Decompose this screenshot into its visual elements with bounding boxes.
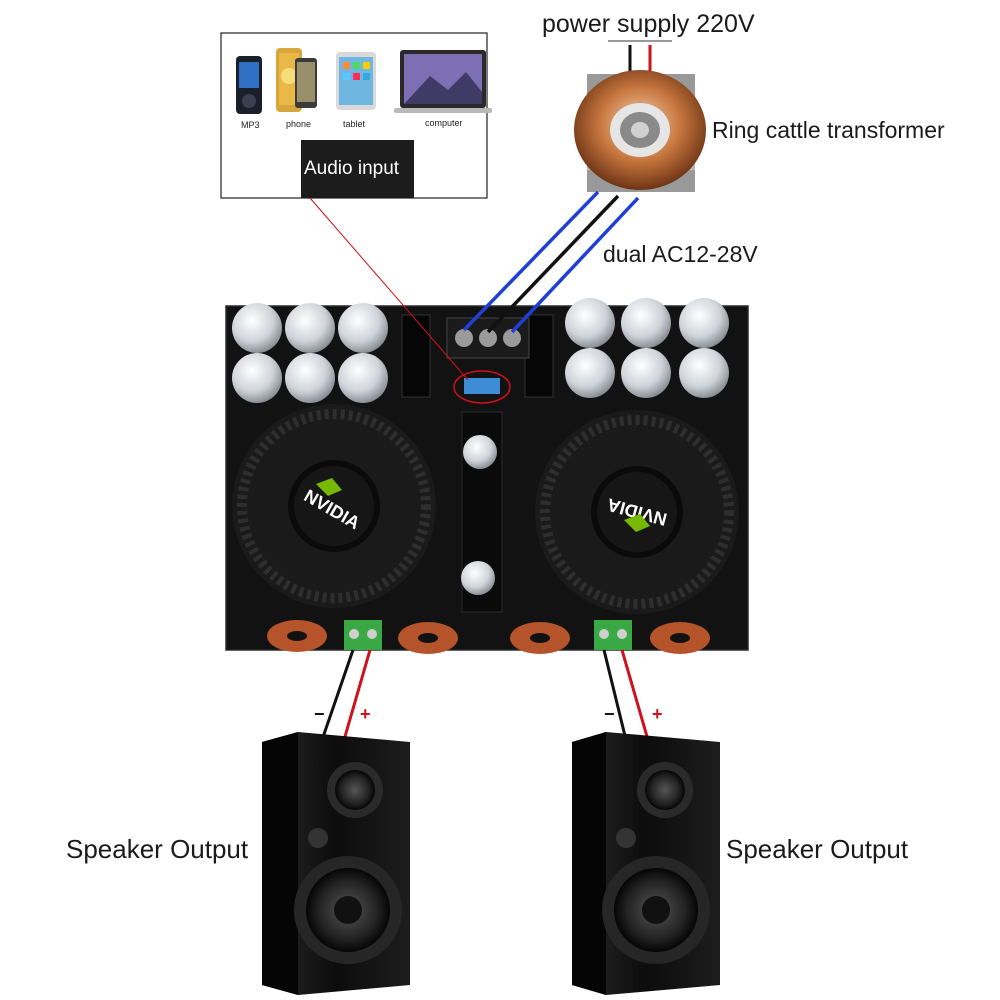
cooling-fan-right: NVIDIA	[535, 410, 739, 614]
tablet-image	[336, 52, 376, 110]
capacitor-bank-left	[232, 303, 431, 403]
toroidal-transformer	[574, 40, 706, 192]
device-label-tablet: tablet	[343, 119, 366, 129]
inductor-row	[267, 620, 710, 654]
capacitor-bank-right	[524, 298, 729, 398]
phone-image	[276, 48, 317, 112]
computer-image	[394, 50, 492, 113]
audio-source-panel	[220, 32, 492, 199]
speaker-terminal-left	[344, 620, 382, 650]
speaker-wires-right	[602, 649, 650, 741]
polarity-plus-left: +	[360, 704, 371, 724]
power-supply-label: power supply 220V	[542, 10, 755, 38]
center-capacitor-bottom	[461, 561, 495, 595]
audio-input-connector	[453, 370, 511, 404]
device-label-computer: computer	[425, 118, 463, 128]
ac-wires	[462, 190, 640, 334]
center-capacitor-top	[463, 435, 497, 469]
speaker-output-right-label: Speaker Output	[726, 834, 909, 864]
device-label-mp3: MP3	[241, 120, 260, 130]
speaker-left	[262, 732, 410, 995]
speaker-right	[572, 732, 720, 995]
transformer-label: Ring cattle transformer	[712, 117, 945, 143]
ac-input-label: dual AC12-28V	[603, 241, 758, 267]
audio-input-label-box	[301, 140, 414, 198]
audio-signal-line	[309, 197, 469, 381]
speaker-output-left-label: Speaker Output	[66, 834, 249, 864]
ac-power-terminal	[446, 317, 530, 359]
device-label-phone: phone	[286, 119, 312, 129]
amplifier-board: NVIDIA NVIDIA	[225, 298, 749, 654]
polarity-plus-right: +	[652, 704, 663, 724]
speaker-terminal-right	[594, 620, 632, 650]
cooling-fan-left: NVIDIA	[232, 404, 436, 608]
polarity-minus-left: −	[314, 704, 325, 724]
speaker-wires-left	[320, 649, 372, 741]
mp3-player-image	[236, 56, 262, 114]
audio-input-label: Audio input	[304, 158, 400, 179]
polarity-minus-right: −	[604, 704, 615, 724]
